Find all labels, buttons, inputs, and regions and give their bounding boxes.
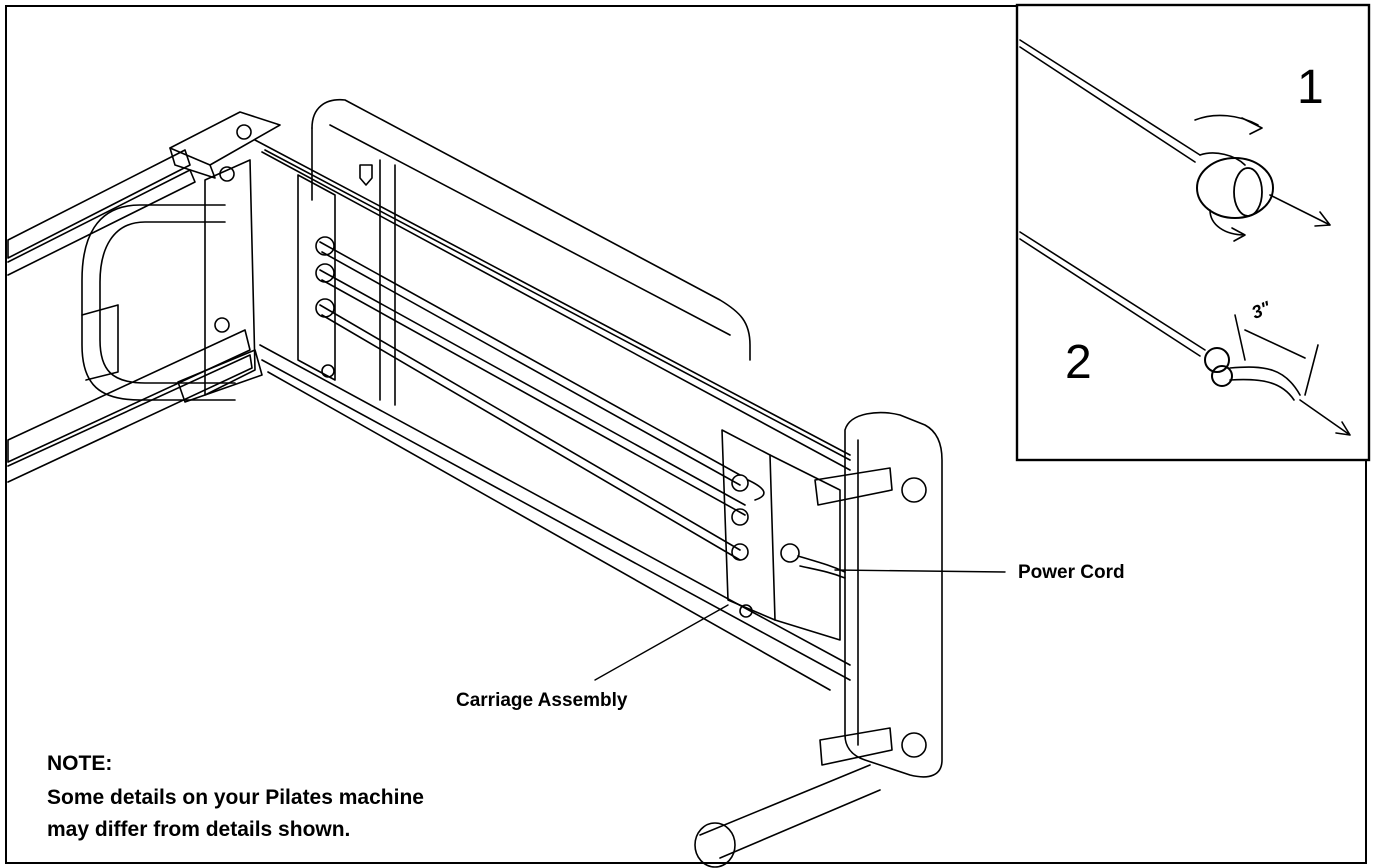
spring-ropes xyxy=(264,149,851,561)
note-line-1: Some details on your Pilates machine xyxy=(47,786,424,809)
foot-peg xyxy=(694,764,881,868)
carriage-plate xyxy=(721,429,846,641)
leader-power-cord xyxy=(834,569,1006,573)
side-rails xyxy=(254,139,851,691)
note-line-2: may differ from details shown. xyxy=(47,818,351,841)
leader-carriage xyxy=(594,604,729,681)
inset-step-1: 1 xyxy=(1297,61,1324,114)
frame-rails xyxy=(7,149,253,483)
handle-loop xyxy=(81,204,236,401)
carriage-assembly-label: Carriage Assembly xyxy=(456,690,628,711)
power-cord-label: Power Cord xyxy=(1018,562,1125,583)
inset-step-2: 2 xyxy=(1065,336,1092,389)
inset-detail xyxy=(1015,3,1371,462)
rear-panel xyxy=(297,99,751,406)
note-heading: NOTE: xyxy=(47,752,113,775)
end-platform xyxy=(814,411,943,778)
footbar-bracket xyxy=(169,111,335,403)
